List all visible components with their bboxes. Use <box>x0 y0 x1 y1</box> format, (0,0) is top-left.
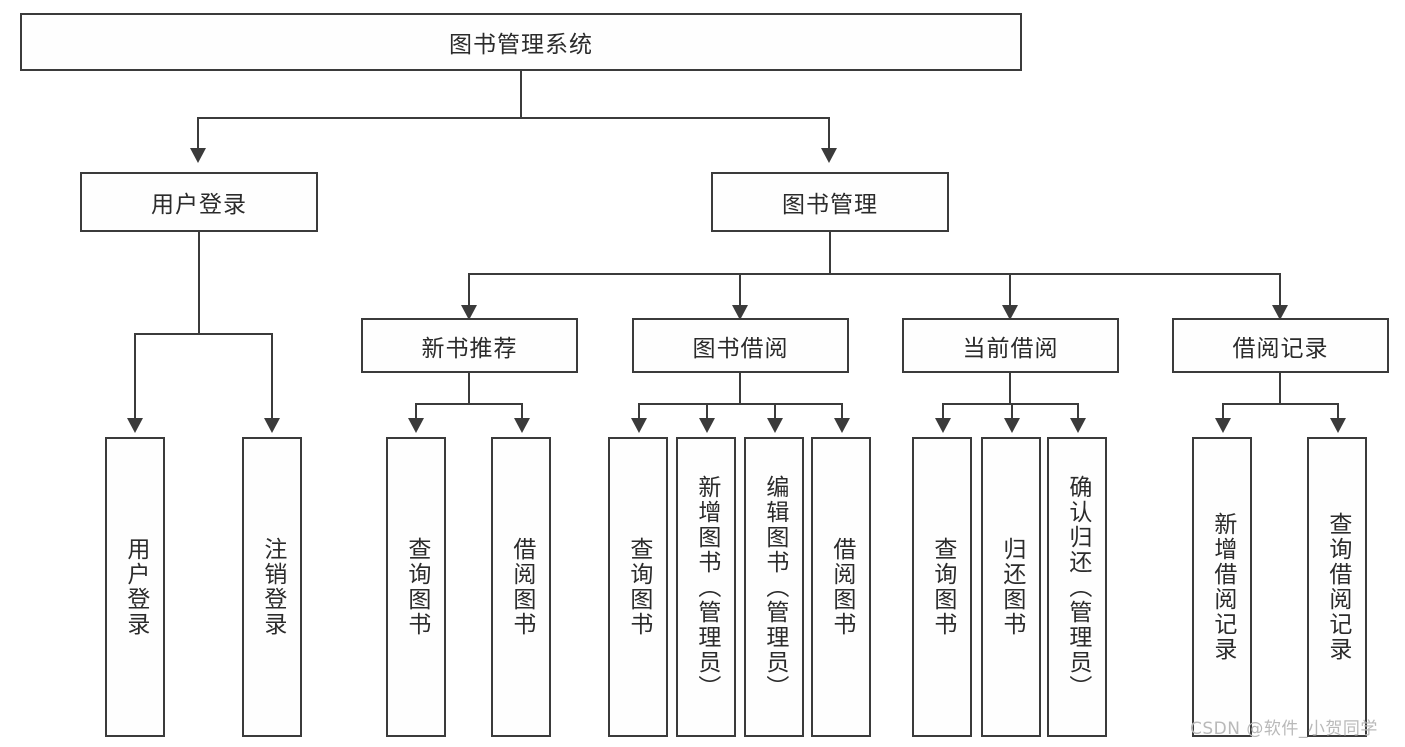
connector-cb-drop-2 <box>1011 403 1013 418</box>
leaf-bb-edit-book-admin[interactable]: 编辑图书（管理员） <box>744 437 804 737</box>
leaf-br-add-record[interactable]: 新增借阅记录 <box>1192 437 1252 737</box>
node-book-management[interactable]: 图书管理 <box>711 172 949 232</box>
node-current-borrow[interactable]: 当前借阅 <box>902 318 1119 373</box>
node-label: 图书管理 <box>782 192 878 218</box>
node-label: 查询借阅记录 <box>1324 512 1351 662</box>
arrowhead-bb-leaf-1 <box>631 418 647 433</box>
connector-bm-drop-4 <box>1279 273 1281 305</box>
node-label: 注销登录 <box>259 537 286 637</box>
connector-user-login-drop-1 <box>134 333 136 418</box>
connector-nb-drop-1 <box>415 403 417 418</box>
arrowhead-leaf-logout <box>264 418 280 433</box>
connector-nb-drop-2 <box>521 403 523 418</box>
leaf-logout[interactable]: 注销登录 <box>242 437 302 737</box>
arrowhead-bb-leaf-3 <box>767 418 783 433</box>
node-label: 当前借阅 <box>962 335 1059 362</box>
arrowhead-br-leaf-2 <box>1330 418 1346 433</box>
connector-book-borrow-bus <box>638 403 842 405</box>
arrowhead-leaf-user-login <box>127 418 143 433</box>
connector-user-login-stem <box>198 232 200 333</box>
arrowhead-cb-leaf-2 <box>1004 418 1020 433</box>
leaf-bb-query-book[interactable]: 查询图书 <box>608 437 668 737</box>
node-label: 用户登录 <box>151 192 247 218</box>
node-label: 查询图书 <box>625 537 652 637</box>
arrowhead-cb-leaf-1 <box>935 418 951 433</box>
leaf-nb-query-book[interactable]: 查询图书 <box>386 437 446 737</box>
arrowhead-nb-leaf-1 <box>408 418 424 433</box>
arrowhead-book-borrow <box>732 305 748 320</box>
node-root-book-management-system[interactable]: 图书管理系统 <box>20 13 1022 71</box>
node-label: 查询图书 <box>929 537 956 637</box>
node-user-login[interactable]: 用户登录 <box>80 172 318 232</box>
connector-cb-drop-1 <box>942 403 944 418</box>
leaf-nb-borrow-book[interactable]: 借阅图书 <box>491 437 551 737</box>
arrowhead-book-management <box>821 148 837 163</box>
connector-bm-drop-3 <box>1009 273 1011 305</box>
node-label: 归还图书 <box>998 537 1025 637</box>
connector-root-stem <box>520 71 522 117</box>
connector-current-borrow-bus <box>942 403 1078 405</box>
leaf-cb-confirm-return-admin[interactable]: 确认归还（管理员） <box>1047 437 1107 737</box>
connector-bb-drop-1 <box>638 403 640 418</box>
connector-br-drop-1 <box>1222 403 1224 418</box>
connector-bm-drop-1 <box>468 273 470 305</box>
arrowhead-cb-leaf-3 <box>1070 418 1086 433</box>
connector-book-borrow-stem <box>739 373 741 403</box>
connector-to-user-login <box>197 117 199 148</box>
node-book-borrow[interactable]: 图书借阅 <box>632 318 849 373</box>
connector-bb-drop-3 <box>774 403 776 418</box>
node-label: 用户登录 <box>122 537 149 637</box>
connector-new-book-bus <box>415 403 522 405</box>
node-label: 新增图书（管理员） <box>693 474 720 700</box>
node-label: 新增借阅记录 <box>1209 512 1236 662</box>
connector-bm-drop-2 <box>739 273 741 305</box>
connector-user-login-drop-2 <box>271 333 273 418</box>
connector-root-bus <box>197 117 829 119</box>
arrowhead-br-leaf-1 <box>1215 418 1231 433</box>
node-label: 确认归还（管理员） <box>1064 474 1091 700</box>
node-new-book-recommend[interactable]: 新书推荐 <box>361 318 578 373</box>
node-label: 借阅记录 <box>1232 335 1329 362</box>
node-borrow-record[interactable]: 借阅记录 <box>1172 318 1389 373</box>
arrowhead-bb-leaf-4 <box>834 418 850 433</box>
connector-book-management-bus <box>468 273 1280 275</box>
connector-book-management-stem <box>829 232 831 273</box>
connector-borrow-record-bus <box>1222 403 1338 405</box>
connector-user-login-bus <box>134 333 272 335</box>
leaf-user-login[interactable]: 用户登录 <box>105 437 165 737</box>
connector-current-borrow-stem <box>1009 373 1011 403</box>
connector-bb-drop-2 <box>706 403 708 418</box>
leaf-bb-borrow-book[interactable]: 借阅图书 <box>811 437 871 737</box>
leaf-br-query-record[interactable]: 查询借阅记录 <box>1307 437 1367 737</box>
leaf-cb-return-book[interactable]: 归还图书 <box>981 437 1041 737</box>
arrowhead-bb-leaf-2 <box>699 418 715 433</box>
node-label: 查询图书 <box>403 537 430 637</box>
node-label: 图书借阅 <box>692 335 789 362</box>
leaf-bb-add-book-admin[interactable]: 新增图书（管理员） <box>676 437 736 737</box>
arrowhead-borrow-record <box>1272 305 1288 320</box>
arrowhead-user-login <box>190 148 206 163</box>
connector-bb-drop-4 <box>841 403 843 418</box>
leaf-cb-query-book[interactable]: 查询图书 <box>912 437 972 737</box>
arrowhead-current-borrow <box>1002 305 1018 320</box>
node-label: 借阅图书 <box>508 537 535 637</box>
node-label: 图书管理系统 <box>449 32 593 58</box>
node-label: 编辑图书（管理员） <box>761 474 788 700</box>
connector-to-book-management <box>828 117 830 148</box>
connector-cb-drop-3 <box>1077 403 1079 418</box>
connector-new-book-stem <box>468 373 470 403</box>
node-label: 新书推荐 <box>421 335 518 362</box>
node-label: 借阅图书 <box>828 537 855 637</box>
arrowhead-new-book <box>461 305 477 320</box>
connector-borrow-record-stem <box>1279 373 1281 403</box>
connector-br-drop-2 <box>1337 403 1339 418</box>
arrowhead-nb-leaf-2 <box>514 418 530 433</box>
